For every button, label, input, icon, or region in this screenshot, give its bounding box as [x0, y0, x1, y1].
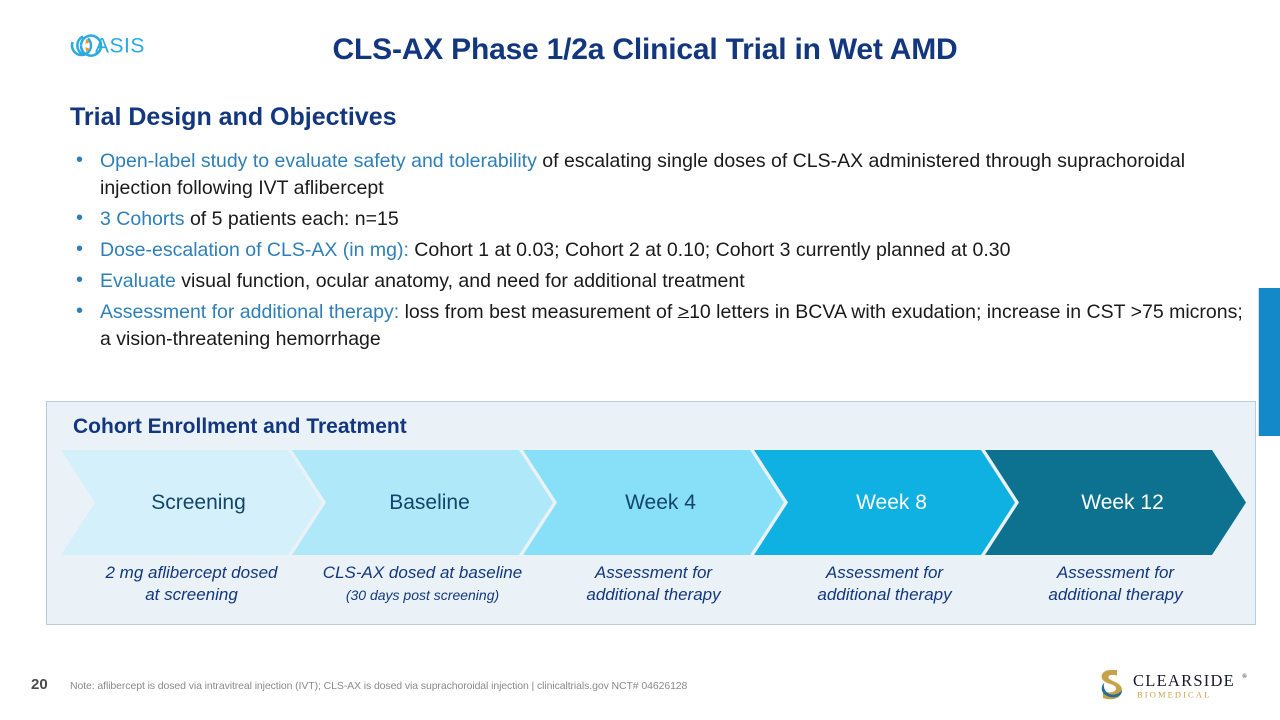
panel-title: Cohort Enrollment and Treatment — [73, 415, 407, 438]
bullet-list: Open-label study to evaluate safety and … — [70, 147, 1250, 357]
caption-line-1: Assessment for — [1056, 563, 1175, 582]
bullet-1-highlight: Open-label study to evaluate safety and … — [100, 150, 537, 172]
right-accent-tab — [1258, 288, 1280, 436]
caption-line-1: CLS-AX dosed at baseline — [322, 563, 523, 582]
bullet-2-highlight: 3 Cohorts — [100, 208, 185, 230]
footnote: Note: aflibercept is dosed via intravitr… — [70, 680, 688, 692]
caption-line-2: additional therapy — [1048, 585, 1183, 604]
bullet-5-rest-b: 10 letters in BCVA with exudation; incre… — [100, 301, 1243, 350]
caption-line-1: Assessment for — [594, 563, 713, 582]
caption-row: 2 mg aflibercept dosed at screening CLS-… — [61, 562, 1246, 620]
stage-caption-week12: Assessment for additional therapy — [1002, 562, 1229, 606]
bullet-item-1: Open-label study to evaluate safety and … — [70, 147, 1250, 202]
svg-text:®: ® — [1242, 673, 1247, 680]
slide-header: ASIS CLS-AX Phase 1/2a Clinical Trial in… — [0, 0, 1280, 92]
bullet-2-rest: of 5 patients each: n=15 — [184, 208, 399, 230]
bullet-5-rest-a: loss from best measurement of — [399, 301, 678, 323]
chevron-row: Screening Baseline Week 4 Week 8 Week 12 — [61, 450, 1246, 555]
stage-caption-baseline: CLS-AX dosed at baseline (30 days post s… — [309, 562, 536, 606]
stage-caption-week8: Assessment for additional therapy — [771, 562, 998, 606]
bullet-item-4: Evaluate visual function, ocular anatomy… — [70, 267, 1250, 295]
stage-label-week12: Week 12 — [1081, 490, 1164, 514]
bullet-item-3: Dose-escalation of CLS-AX (in mg): Cohor… — [70, 236, 1250, 264]
caption-line-1: Assessment for — [825, 563, 944, 582]
bullet-item-2: 3 Cohorts of 5 patients each: n=15 — [70, 205, 1250, 233]
svg-text:BIOMEDICAL: BIOMEDICAL — [1137, 690, 1211, 700]
page-number: 20 — [31, 676, 48, 693]
svg-text:ASIS: ASIS — [95, 35, 145, 58]
stage-caption-screening: 2 mg aflibercept dosed at screening — [78, 562, 305, 606]
caption-line-2: additional therapy — [817, 585, 952, 604]
cohort-timeline-panel: Cohort Enrollment and Treatment Screenin… — [46, 401, 1256, 625]
page-title: CLS-AX Phase 1/2a Clinical Trial in Wet … — [332, 33, 958, 66]
bullet-3-rest: Cohort 1 at 0.03; Cohort 2 at 0.10; Coho… — [408, 239, 1011, 261]
stage-label-week4: Week 4 — [625, 490, 696, 514]
stage-label-baseline: Baseline — [389, 490, 470, 514]
stage-label-week8: Week 8 — [856, 490, 927, 514]
caption-line-1: 2 mg aflibercept dosed — [105, 563, 278, 582]
timeline-stage-week4[interactable]: Week 4 — [523, 450, 784, 555]
clearside-biomedical-logo: CLEARSIDE ® BIOMEDICAL — [1094, 664, 1254, 706]
caption-sub: (30 days post screening) — [345, 587, 500, 603]
timeline-stage-week8[interactable]: Week 8 — [754, 450, 1015, 555]
bullet-3-highlight: Dose-escalation of CLS-AX (in mg): — [100, 239, 409, 261]
stage-label-screening: Screening — [151, 490, 246, 514]
timeline-stage-week12[interactable]: Week 12 — [985, 450, 1246, 555]
timeline-stage-screening[interactable]: Screening — [61, 450, 322, 555]
timeline-stage-baseline[interactable]: Baseline — [292, 450, 553, 555]
svg-text:CLEARSIDE: CLEARSIDE — [1133, 671, 1235, 690]
stage-caption-week4: Assessment for additional therapy — [540, 562, 767, 606]
oasis-logo: ASIS — [60, 30, 175, 74]
bullet-5-highlight: Assessment for additional therapy: — [100, 301, 400, 323]
caption-line-2: additional therapy — [586, 585, 721, 604]
bullet-1-rest: of escalating single doses of CLS-AX adm… — [100, 150, 1186, 199]
bullet-4-highlight: Evaluate — [100, 270, 176, 292]
bullet-item-5: Assessment for additional therapy: loss … — [70, 298, 1250, 353]
bullet-4-rest: visual function, ocular anatomy, and nee… — [175, 270, 745, 292]
caption-line-2: at screening — [145, 585, 238, 604]
greater-or-equal-symbol: > — [677, 301, 690, 323]
section-heading: Trial Design and Objectives — [70, 103, 397, 131]
